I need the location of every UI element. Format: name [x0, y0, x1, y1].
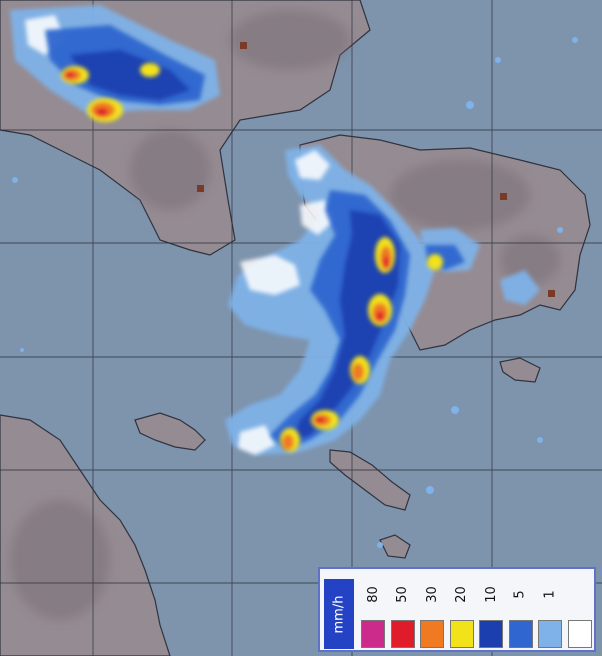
legend-item-text: 50: [394, 585, 410, 603]
legend-item-label: 5: [508, 573, 534, 615]
legend-item-label: 1: [537, 573, 563, 615]
legend-item-text: 20: [453, 585, 469, 603]
island-east: [499, 357, 541, 383]
legend-item-label: [567, 573, 593, 615]
legend-color-swatch: [538, 620, 562, 648]
precipitation-legend: mm/h 80 50 30 20 10 5 1: [318, 567, 596, 652]
precip-intense: [61, 63, 443, 452]
terrain-shading: [10, 10, 560, 620]
legend-unit-label: mm/h: [324, 579, 354, 649]
legend-color-swatch: [479, 620, 503, 648]
legend-item-label: 20: [449, 573, 475, 615]
legend-item-text: 5: [513, 589, 528, 599]
legend-item: [567, 573, 593, 650]
legend-item-text: 10: [483, 585, 499, 603]
legend-item: 5: [508, 573, 534, 650]
legend-item-label: 30: [419, 573, 445, 615]
legend-item-text: 30: [424, 585, 440, 603]
legend-item: 30: [419, 573, 445, 650]
legend-color-swatch: [449, 620, 474, 648]
legend-unit-text: mm/h: [331, 595, 347, 633]
legend-color-swatch: [390, 620, 415, 648]
island-west: [134, 412, 206, 451]
precip-heavy: [70, 50, 400, 440]
legend-item: 80: [360, 573, 386, 650]
legend-color-swatch: [567, 620, 592, 648]
city-marker: [197, 185, 204, 192]
island-southeast-1: [329, 449, 411, 511]
city-marker: [240, 42, 247, 49]
legend-item: 20: [449, 573, 475, 650]
legend-item-text: 80: [365, 585, 381, 603]
legend-color-swatch: [508, 620, 533, 648]
city-markers: [197, 42, 555, 297]
legend-color-swatch: [361, 620, 385, 648]
city-marker: [500, 193, 507, 200]
precip-scattered: [12, 37, 578, 548]
legend-item-label: 50: [390, 573, 416, 615]
legend-item-label: 80: [360, 573, 386, 615]
legend-item: 1: [537, 573, 563, 650]
island-south: [379, 534, 411, 559]
legend-item-text: 1: [542, 589, 558, 599]
legend-item: 10: [478, 573, 504, 650]
precip-trace: [25, 15, 335, 455]
legend-item: 50: [390, 573, 416, 650]
legend-item-label: 10: [478, 573, 504, 615]
legend-color-swatch: [420, 620, 444, 648]
city-marker: [548, 290, 555, 297]
